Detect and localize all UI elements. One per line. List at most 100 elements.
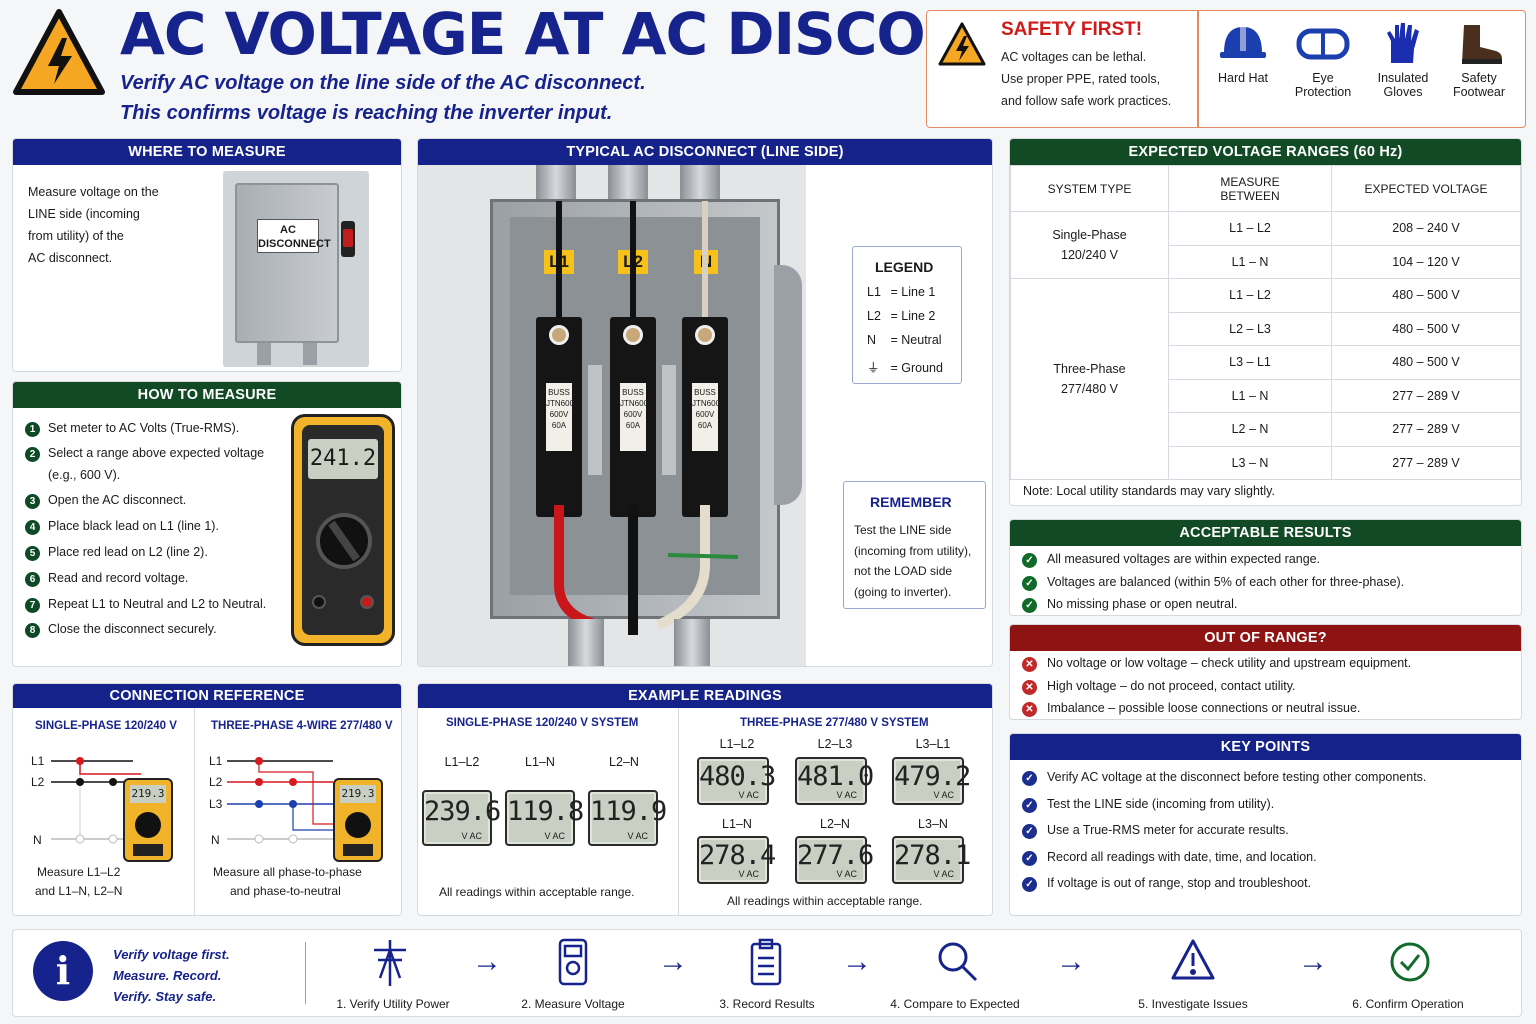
meter-display: 241.2 — [308, 439, 378, 479]
disconnect-label: DISCONNECT — [258, 238, 331, 250]
acceptable-results-panel: ACCEPTABLE RESULTS ✓All measured voltage… — [1009, 519, 1522, 616]
ppe-gloves: Insulated Gloves — [1363, 11, 1443, 99]
utility-pole-icon — [374, 940, 406, 986]
panel-title: HOW TO MEASURE — [13, 382, 401, 408]
three-caption: Measure all phase-to-phase — [213, 865, 362, 879]
where-text: Measure voltage on the — [28, 185, 159, 199]
panel-title: EXAMPLE READINGS — [418, 684, 992, 708]
ppe-eye: Eye Protection — [1283, 11, 1363, 99]
key-point: ✓Record all readings with date, time, an… — [1022, 850, 1317, 866]
connection-reference-panel: CONNECTION REFERENCE SINGLE-PHASE 120/24… — [12, 683, 402, 916]
line-label: L3 — [209, 797, 223, 811]
reading-label: L3–L1 — [915, 737, 951, 751]
three-caption: and phase-to-neutral — [230, 884, 341, 898]
remember-box: REMEMBER Test the LINE side (incoming fr… — [843, 481, 986, 609]
key-points-panel: KEY POINTS ✓Verify AC voltage at the dis… — [1009, 733, 1522, 916]
arrow-icon: → — [658, 945, 688, 978]
single-phase-title: SINGLE-PHASE 120/240 V — [35, 720, 177, 732]
flow-step-3: 3. Record Results — [719, 997, 815, 1011]
panel-title: CONNECTION REFERENCE — [13, 684, 401, 708]
safety-line: and follow safe work practices. — [1001, 94, 1172, 108]
safety-title: SAFETY FIRST! — [1001, 19, 1143, 40]
key-point: ✓If voltage is out of range, stop and tr… — [1022, 876, 1311, 892]
ppe-label: Insulated — [1377, 71, 1429, 85]
check-circle-icon — [1390, 942, 1430, 982]
step-2-cont: (e.g., 600 V). — [48, 468, 121, 482]
panel-title: OUT OF RANGE? — [1010, 625, 1521, 651]
subtitle-line-1: Verify AC voltage on the line side of th… — [120, 72, 646, 94]
expected-ranges-panel: EXPECTED VOLTAGE RANGES (60 Hz) SYSTEM T… — [1009, 138, 1522, 506]
arrow-icon: → — [1298, 945, 1328, 978]
flow-step-6: 6. Confirm Operation — [1352, 997, 1464, 1011]
key-point: ✓Use a True-RMS meter for accurate resul… — [1022, 823, 1289, 839]
multimeter-photo: 241.2 — [291, 414, 395, 646]
motto-line: Measure. Record. — [113, 968, 222, 983]
line-label: L1 — [31, 754, 45, 768]
acceptable-item: ✓All measured voltages are within expect… — [1022, 552, 1320, 568]
ppe-label: Gloves — [1383, 85, 1423, 99]
out-of-range-item: ✕No voltage or low voltage – check utili… — [1022, 656, 1411, 672]
ppe-hard-hat: Hard Hat — [1203, 11, 1283, 85]
line-label: L2 — [31, 775, 45, 789]
boot-icon — [1462, 25, 1502, 64]
remember-title: REMEMBER — [870, 494, 952, 510]
line-label: L2 — [209, 775, 223, 789]
hard-hat-icon — [1220, 27, 1266, 58]
panel-title: KEY POINTS — [1010, 734, 1521, 760]
three-readings-note: All readings within acceptable range. — [727, 894, 923, 908]
ppe-footwear: Safety Footwear — [1439, 11, 1519, 99]
ground-icon: ⏚ — [867, 361, 880, 375]
reading-label: L1–L2 — [444, 755, 480, 769]
safety-line: Use proper PPE, rated tools, — [1001, 72, 1161, 86]
flow-step-4: 4. Compare to Expected — [890, 997, 1020, 1011]
legend-title: LEGEND — [875, 259, 934, 275]
flow-step-1: 1. Verify Utility Power — [336, 997, 450, 1011]
multimeter-icon — [558, 938, 588, 986]
flow-step-5: 5. Investigate Issues — [1138, 997, 1248, 1011]
motto-line: Verify. Stay safe. — [113, 989, 217, 1004]
single-caption: and L1–N, L2–N — [35, 884, 123, 898]
reading-label: L2–L3 — [817, 737, 853, 751]
reading-label: L1–N — [525, 755, 555, 769]
connection-diagram — [51, 757, 337, 844]
single-caption: Measure L1–L2 — [37, 865, 121, 879]
key-point: ✓Verify AC voltage at the disconnect bef… — [1022, 770, 1426, 786]
reading-label: L3–N — [918, 817, 948, 831]
three-phase-title: THREE-PHASE 4-WIRE 277/480 V — [211, 720, 393, 732]
arrow-icon: → — [472, 945, 502, 978]
reading-label: L2–N — [820, 817, 850, 831]
safety-line: AC voltages can be lethal. — [1001, 50, 1147, 64]
info-icon: i — [33, 941, 93, 1001]
arrow-icon: → — [842, 945, 872, 978]
single-phase-meter: 219.3 — [123, 778, 173, 862]
clipboard-icon — [750, 938, 782, 986]
three-phase-meter: 219.3 — [333, 778, 383, 862]
key-point: ✓Test the LINE side (incoming from utili… — [1022, 797, 1274, 813]
where-text: LINE side (incoming — [28, 207, 140, 221]
where-text: from utility) of the — [28, 229, 124, 243]
acceptable-item: ✓Voltages are balanced (within 5% of eac… — [1022, 575, 1404, 591]
out-of-range-item: ✕Imbalance – possible loose connections … — [1022, 701, 1360, 717]
safety-warning-icon — [937, 21, 987, 70]
flow-step-2: 2. Measure Voltage — [521, 997, 625, 1011]
reading-label: L2–N — [609, 755, 639, 769]
where-to-measure-panel: WHERE TO MEASURE Measure voltage on the … — [12, 138, 402, 372]
